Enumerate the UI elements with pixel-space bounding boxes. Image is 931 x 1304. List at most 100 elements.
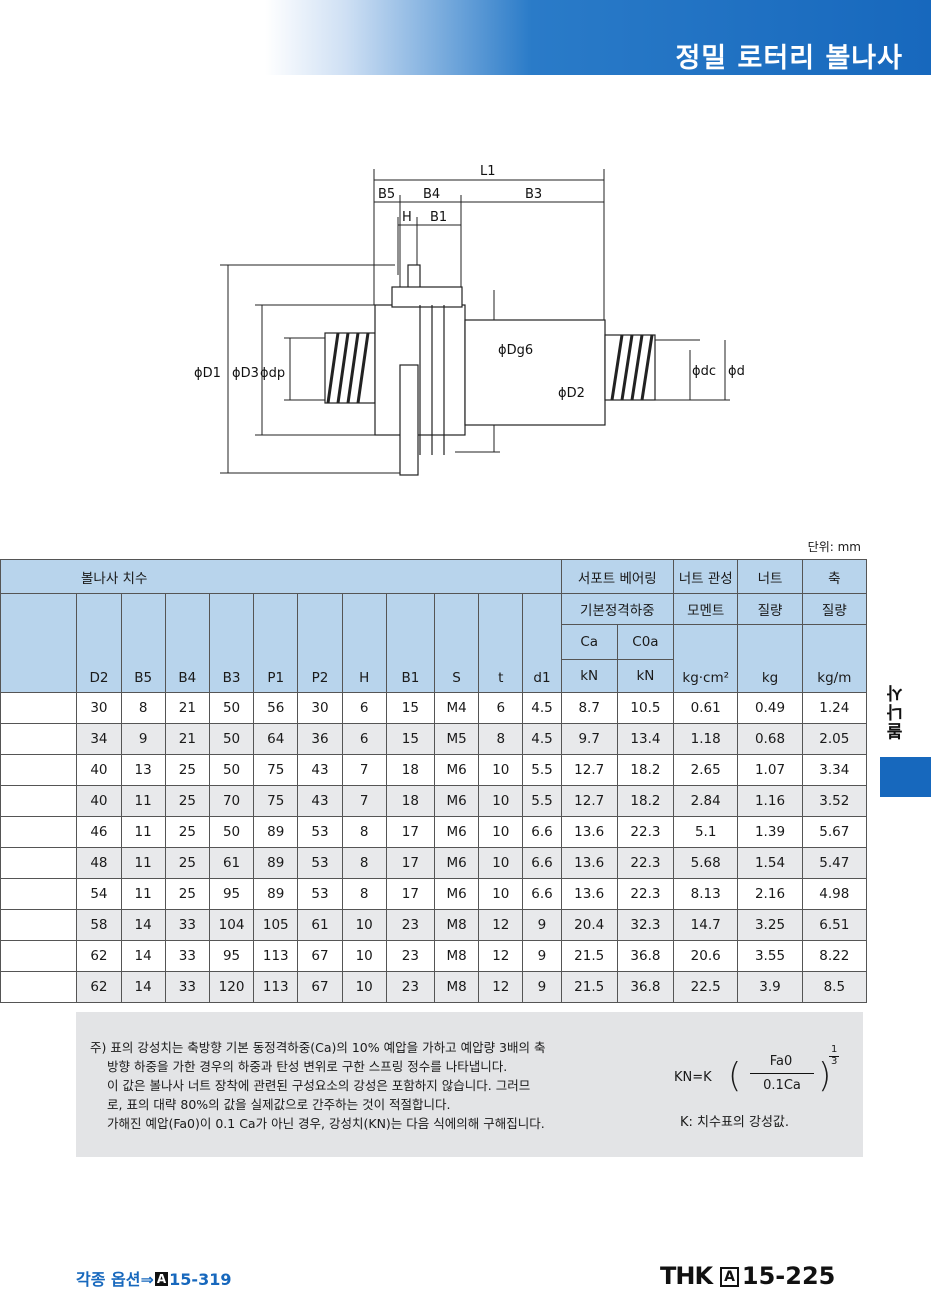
row-blank-cell (0, 816, 78, 848)
table-cell: 10 (478, 878, 524, 910)
col-S: S (433, 593, 480, 693)
table-cell: 56 (253, 692, 299, 724)
table-cell: 15 (385, 692, 435, 724)
table-cell: 75 (253, 754, 299, 786)
table-cell: 10 (341, 971, 387, 1003)
nut-mass-header-2: 질량 (737, 593, 803, 625)
table-cell: 8.22 (801, 940, 868, 972)
table-cell: 23 (385, 909, 435, 941)
label-dp: ϕdp (260, 366, 285, 381)
label-D1: ϕD1 (194, 366, 221, 381)
table-cell: M8 (433, 940, 480, 972)
table-cell: 1.24 (801, 692, 868, 724)
table-cell: 22.3 (616, 816, 675, 848)
table-cell: 54 (76, 878, 122, 910)
table-cell: 0.49 (737, 692, 803, 724)
row-blank-cell (0, 785, 78, 817)
col-B1: B1 (385, 593, 435, 693)
table-cell: 36 (297, 723, 343, 755)
table-cell: M6 (433, 816, 480, 848)
table-cell: 53 (297, 847, 343, 879)
table-cell: 46 (76, 816, 122, 848)
table-cell: 64 (253, 723, 299, 755)
col-shaft-mass-unit: kg/m (801, 624, 868, 693)
stiffness-formula: KN=K ( Fa0 0.1Ca ) 1 3 (674, 1044, 839, 1096)
formula-lhs: KN=K (674, 1070, 712, 1085)
table-cell: 1.39 (737, 816, 803, 848)
table-cell: 32.3 (616, 909, 675, 941)
table-cell: 105 (253, 909, 299, 941)
unit-label: 단위: mm (807, 540, 861, 554)
table-cell: 62 (76, 971, 122, 1003)
table-cell: 36.8 (616, 940, 675, 972)
col-B4: B4 (164, 593, 210, 693)
label-L1: L1 (480, 164, 496, 179)
table-cell: M6 (433, 878, 480, 910)
ball-screw-drawing: L1 B5 B4 B3 H B1 ϕD1 ϕD3 ϕdp ϕDg6 ϕD2 ϕd… (194, 164, 745, 476)
table-cell: 9.7 (560, 723, 618, 755)
table-cell: 8 (341, 816, 387, 848)
table-cell: 15 (385, 723, 435, 755)
table-cell: 8.7 (560, 692, 618, 724)
nut-mass-header-1: 너트 (737, 559, 803, 594)
inertia-header-2: 모멘트 (673, 593, 739, 625)
table-cell: 6.6 (522, 847, 562, 879)
table-cell: 6 (341, 692, 387, 724)
col-d1: d1 (522, 593, 562, 693)
col-C0a: C0a (616, 624, 675, 660)
table-cell: 50 (208, 692, 255, 724)
label-B3: B3 (525, 187, 542, 202)
table-cell: 9 (522, 971, 562, 1003)
table-cell: 95 (208, 878, 255, 910)
table-cell: 14 (120, 940, 166, 972)
table-cell: 13 (120, 754, 166, 786)
table-cell: 3.55 (737, 940, 803, 972)
table-cell: 5.1 (673, 816, 739, 848)
page-title: 정밀 로터리 볼나사 (675, 43, 903, 74)
label-Dg6: ϕDg6 (498, 343, 533, 358)
table-cell: 30 (297, 692, 343, 724)
table-cell: M8 (433, 909, 480, 941)
group-main-header: 볼나사 치수 (0, 559, 562, 594)
table-cell: 113 (253, 940, 299, 972)
table-cell: 9 (522, 909, 562, 941)
table-cell: 8 (341, 847, 387, 879)
options-page: 15-319 (169, 1270, 232, 1289)
side-tab (880, 757, 931, 797)
table-cell: 1.18 (673, 723, 739, 755)
table-cell: 2.65 (673, 754, 739, 786)
table-cell: 6.51 (801, 909, 868, 941)
table-cell: 6.6 (522, 878, 562, 910)
note-box: 주) 표의 강성치는 축방향 기본 동정격하중(Ca)의 10% 예압을 가하고… (76, 1012, 863, 1157)
table-cell: 7 (341, 785, 387, 817)
table-cell: 50 (208, 723, 255, 755)
table-cell: 50 (208, 754, 255, 786)
table-cell: 13.6 (560, 847, 618, 879)
table-cell: 17 (385, 878, 435, 910)
table-cell: 8.13 (673, 878, 739, 910)
table-cell: 6.6 (522, 816, 562, 848)
table-cell: 0.68 (737, 723, 803, 755)
spec-table: 볼나사 치수 서포트 베어링 너트 관성 너트 축 D2 B5 B4 B3 P1… (0, 559, 868, 1003)
table-cell: 11 (120, 847, 166, 879)
table-cell: 4.5 (522, 723, 562, 755)
col-Ca: Ca (560, 624, 618, 660)
table-cell: 6 (341, 723, 387, 755)
note-line: 로, 표의 대략 80%의 값을 실제값으로 간주하는 것이 적절합니다. (107, 1097, 451, 1112)
table-cell: 75 (253, 785, 299, 817)
note-text: 주) 표의 강성치는 축방향 기본 동정격하중(Ca)의 10% 예압을 가하고… (90, 1038, 650, 1133)
table-cell: 40 (76, 785, 122, 817)
label-d: ϕd (728, 364, 745, 379)
table-cell: 25 (164, 847, 210, 879)
table-cell: 12.7 (560, 785, 618, 817)
table-cell: 10 (478, 785, 524, 817)
table-cell: 12 (478, 940, 524, 972)
